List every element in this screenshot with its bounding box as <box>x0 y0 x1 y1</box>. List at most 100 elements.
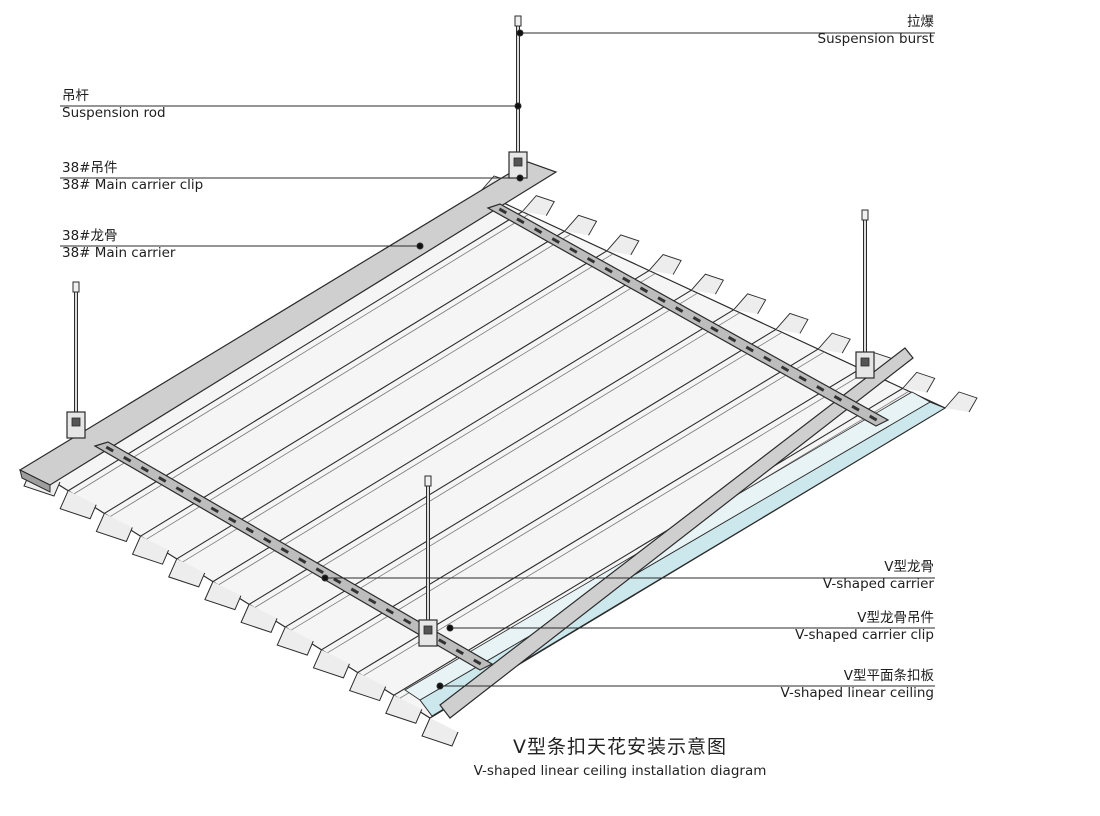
label-main-carrier-clip: 38#吊件 38# Main carrier clip <box>62 160 203 194</box>
panel-fold <box>348 672 387 702</box>
panel-strip-line <box>67 211 523 492</box>
panel-fold-back <box>564 214 598 236</box>
carrier-slot <box>498 207 508 215</box>
panel-fold-back <box>733 293 767 315</box>
label-v-shaped-carrier-clip-en: V-shaped carrier clip <box>795 627 934 643</box>
carrier-slot <box>639 286 649 294</box>
panel-fold <box>240 604 278 633</box>
carrier-slot <box>193 496 202 504</box>
main-carrier-rails <box>18 161 914 719</box>
carrier-slot <box>763 355 772 363</box>
carrier-slot <box>210 506 219 514</box>
carrier-slot <box>350 587 359 595</box>
carrier-slot <box>245 526 254 534</box>
v-shaped-carriers <box>93 203 890 671</box>
label-v-shaped-linear-ceiling-en: V-shaped linear ceiling <box>780 685 935 701</box>
carrier-slot <box>263 536 272 544</box>
carrier-slot <box>674 306 684 313</box>
suspension-burst <box>514 15 522 27</box>
carrier-slot <box>692 316 702 323</box>
panel-strip-groove <box>110 233 571 517</box>
caption-chinese: V型条扣天花安装示意图 <box>513 736 727 758</box>
label-suspension-rod-cn: 吊杆 <box>62 88 89 104</box>
carrier-slot <box>533 227 543 234</box>
panel-fold-back <box>691 273 725 295</box>
panel-strip-line <box>140 250 608 537</box>
label-suspension-rod: 吊杆 Suspension rod <box>62 88 166 122</box>
label-v-shaped-linear-ceiling: V型平面条扣板 V-shaped linear ceiling <box>781 668 935 702</box>
carrier-slot <box>123 455 132 463</box>
carrier-slot <box>228 516 237 524</box>
carrier-perforations <box>105 207 878 666</box>
carrier-slot <box>727 335 737 343</box>
panel-strip-groove <box>73 214 529 495</box>
carrier-slot <box>473 658 482 666</box>
carrier-slot <box>622 276 631 284</box>
carrier-slot <box>280 547 289 554</box>
panel-strip-groove <box>327 351 825 654</box>
label-suspension-rod-en: Suspension rod <box>62 105 166 121</box>
panel-fold-back <box>775 312 809 334</box>
carrier-slot <box>315 567 324 575</box>
panel-fold <box>131 535 170 565</box>
carrier-slot <box>851 404 860 412</box>
carrier-slot <box>569 247 578 254</box>
carrier-slot <box>604 266 613 274</box>
carrier-slot <box>403 618 412 625</box>
carrier-slot <box>298 557 307 564</box>
suspension-burst <box>861 209 869 221</box>
panel-strip-groove <box>363 371 867 676</box>
panel-strip-line <box>212 289 692 583</box>
label-main-carrier-clip-en: 38# Main carrier clip <box>62 177 204 193</box>
carrier-slot <box>798 375 807 382</box>
panel-strip-line <box>321 348 819 651</box>
label-main-carrier-clip-cn: 38#吊件 <box>62 160 118 176</box>
leader-lines <box>60 29 935 690</box>
panel-fold-back <box>817 332 851 354</box>
carrier-slot <box>455 648 464 656</box>
label-v-shaped-linear-ceiling-cn: V型平面条扣板 <box>843 668 934 684</box>
panel-fold-back <box>648 254 682 275</box>
carrier-slot <box>438 638 447 645</box>
panel-fold-back <box>606 234 640 256</box>
carrier-slot <box>385 607 394 615</box>
suspension-burst <box>72 281 80 293</box>
clip-bolt <box>860 357 870 367</box>
caption-english: V-shaped linear ceiling installation dia… <box>473 763 767 779</box>
panel-fold-back <box>902 371 936 393</box>
label-v-shaped-carrier-clip: V型龙骨吊件 V-shaped carrier clip <box>795 610 934 644</box>
label-suspension-burst: 拉爆 Suspension burst <box>818 14 934 48</box>
panel-strip-line <box>357 368 861 674</box>
panel-strip-groove <box>254 312 740 608</box>
panel-fold <box>204 581 242 611</box>
carrier-slot <box>868 414 878 422</box>
ceiling-panel-strips <box>67 211 909 699</box>
carrier-slot <box>586 256 596 264</box>
carrier-slot <box>105 445 114 453</box>
panel-fold <box>421 717 459 747</box>
label-suspension-burst-cn: 拉爆 <box>907 14 934 30</box>
label-suspension-burst-en: Suspension burst <box>817 31 934 47</box>
panel-fold <box>385 695 423 724</box>
carrier-slot <box>745 345 754 353</box>
label-v-shaped-carrier: V型龙骨 V-shaped carrier <box>823 559 934 593</box>
carrier-slot <box>833 395 843 402</box>
carrier-slot <box>780 365 790 373</box>
carrier-slot <box>657 296 666 304</box>
panel-strip-line <box>176 270 650 560</box>
carrier-slot <box>140 466 149 473</box>
label-v-shaped-carrier-cn: V型龙骨 <box>884 559 934 575</box>
label-v-shaped-carrier-en: V-shaped carrier <box>822 576 934 592</box>
label-main-carrier-en: 38# Main carrier <box>62 245 176 261</box>
panel-fold-back <box>944 391 978 413</box>
suspension-burst <box>424 475 432 487</box>
carrier-slot <box>175 486 184 493</box>
label-main-carrier-cn: 38#龙骨 <box>62 228 118 244</box>
clip-bolt <box>71 417 81 427</box>
carrier-slot <box>551 237 560 244</box>
panel-fold <box>168 558 206 588</box>
label-v-shaped-carrier-clip-cn: V型龙骨吊件 <box>857 610 934 626</box>
carrier-slot <box>158 476 167 483</box>
panel-strip-groove <box>146 253 614 540</box>
